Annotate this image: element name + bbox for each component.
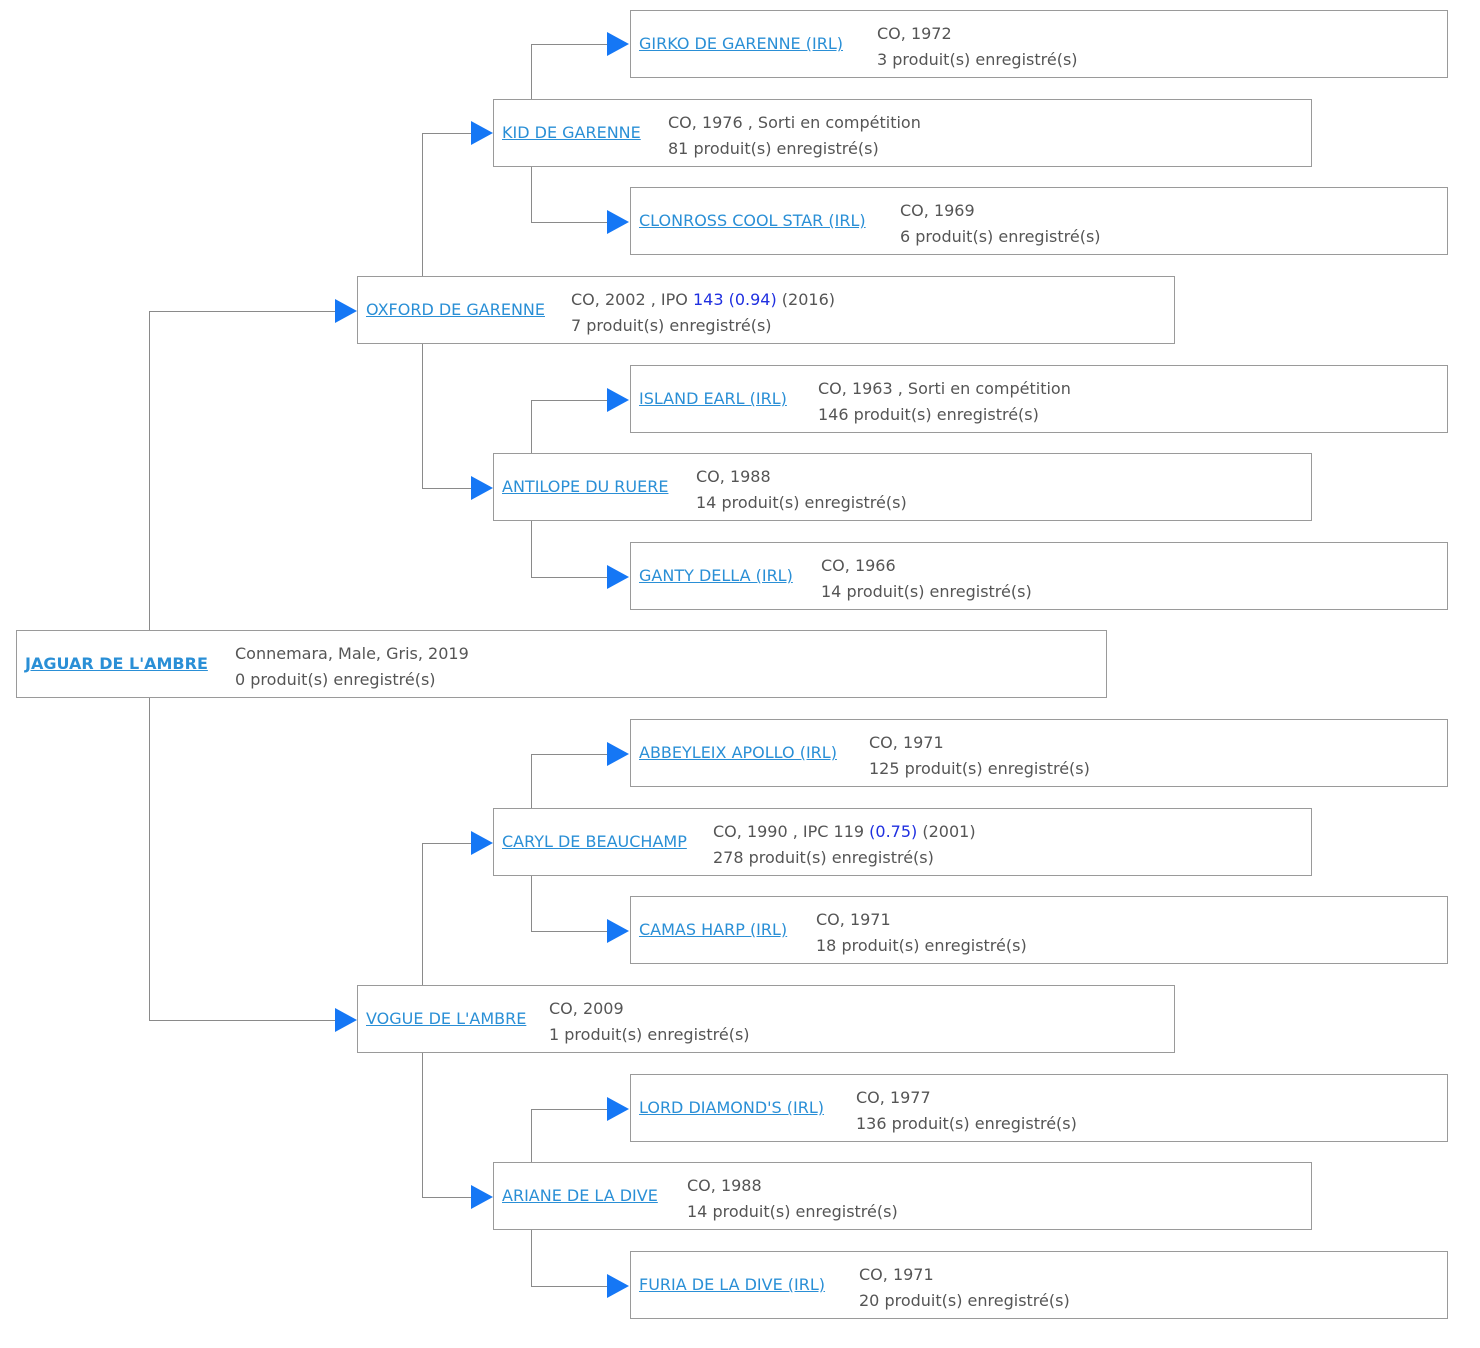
horse-info-line2: 81 produit(s) enregistré(s): [668, 139, 879, 158]
horse-link-ddd[interactable]: FURIA DE LA DIVE (IRL): [639, 1275, 826, 1294]
horse-link-ssd[interactable]: CLONROSS COOL STAR (IRL): [639, 211, 866, 230]
horse-info-dds: CO, 1977 136 produit(s) enregistré(s): [856, 1085, 1077, 1137]
info-text: CO, 1990 , IPC 119: [713, 822, 870, 841]
horse-info-root: Connemara, Male, Gris, 2019 0 produit(s)…: [235, 641, 469, 693]
arrow-icon: [607, 742, 629, 766]
horse-link-dss[interactable]: ABBEYLEIX APOLLO (IRL): [639, 743, 837, 762]
horse-card-dam: VOGUE DE L'AMBRE CO, 2009 1 produit(s) e…: [357, 985, 1175, 1053]
horse-info-line2: 14 produit(s) enregistré(s): [687, 1202, 898, 1221]
horse-info-line1: CO, 1988: [696, 467, 771, 486]
horse-card-ddd: FURIA DE LA DIVE (IRL) CO, 1971 20 produ…: [630, 1251, 1448, 1319]
horse-info-ds: CO, 1990 , IPC 119 (0.75) (2001) 278 pro…: [713, 819, 976, 871]
horse-info-line2: 125 produit(s) enregistré(s): [869, 759, 1090, 778]
horse-link-sss[interactable]: GIRKO DE GARENNE (IRL): [639, 34, 843, 53]
ipo-score: 143 (0.94): [692, 290, 777, 309]
horse-card-sd: ANTILOPE DU RUERE CO, 1988 14 produit(s)…: [493, 453, 1312, 521]
horse-info-line2: 278 produit(s) enregistré(s): [713, 848, 934, 867]
arrow-icon: [335, 1008, 357, 1032]
arrow-icon: [607, 565, 629, 589]
horse-card-sds: ISLAND EARL (IRL) CO, 1963 , Sorti en co…: [630, 365, 1448, 433]
arrow-icon: [607, 388, 629, 412]
horse-card-sire: OXFORD DE GARENNE CO, 2002 , IPO 143 (0.…: [357, 276, 1175, 344]
horse-info-line1: CO, 1971: [816, 910, 891, 929]
horse-info-line2: 6 produit(s) enregistré(s): [900, 227, 1101, 246]
horse-info-dam: CO, 2009 1 produit(s) enregistré(s): [549, 996, 750, 1048]
horse-info-sdd: CO, 1966 14 produit(s) enregistré(s): [821, 553, 1032, 605]
horse-info-line1: CO, 1969: [900, 201, 975, 220]
horse-link-root[interactable]: JAGUAR DE L'AMBRE: [25, 654, 208, 673]
arrow-icon: [471, 1185, 493, 1209]
horse-info-dd: CO, 1988 14 produit(s) enregistré(s): [687, 1173, 898, 1225]
horse-info-ss: CO, 1976 , Sorti en compétition 81 produ…: [668, 110, 921, 162]
horse-card-sdd: GANTY DELLA (IRL) CO, 1966 14 produit(s)…: [630, 542, 1448, 610]
horse-info-sss: CO, 1972 3 produit(s) enregistré(s): [877, 21, 1078, 73]
horse-info-sds: CO, 1963 , Sorti en compétition 146 prod…: [818, 376, 1071, 428]
horse-info-dsd: CO, 1971 18 produit(s) enregistré(s): [816, 907, 1027, 959]
horse-info-sire: CO, 2002 , IPO 143 (0.94) (2016) 7 produ…: [571, 287, 835, 339]
horse-info-line2: 1 produit(s) enregistré(s): [549, 1025, 750, 1044]
horse-link-ds[interactable]: CARYL DE BEAUCHAMP: [502, 832, 687, 851]
horse-info-line2: 20 produit(s) enregistré(s): [859, 1291, 1070, 1310]
horse-info-line2: 136 produit(s) enregistré(s): [856, 1114, 1077, 1133]
horse-link-dsd[interactable]: CAMAS HARP (IRL): [639, 920, 788, 939]
info-year: (2001): [917, 822, 976, 841]
horse-info-line2: 14 produit(s) enregistré(s): [821, 582, 1032, 601]
horse-info-line1: CO, 2002 , IPO 143 (0.94) (2016): [571, 287, 835, 313]
horse-info-line1: CO, 1971: [869, 733, 944, 752]
horse-info-line1: Connemara, Male, Gris, 2019: [235, 644, 469, 663]
arrow-icon: [335, 299, 357, 323]
horse-info-line1: CO, 1966: [821, 556, 896, 575]
horse-link-sds[interactable]: ISLAND EARL (IRL): [639, 389, 787, 408]
horse-link-dds[interactable]: LORD DIAMOND'S (IRL): [639, 1098, 825, 1117]
horse-link-sdd[interactable]: GANTY DELLA (IRL): [639, 566, 793, 585]
arrow-icon: [607, 210, 629, 234]
horse-link-dam[interactable]: VOGUE DE L'AMBRE: [366, 1009, 527, 1028]
horse-info-line2: 14 produit(s) enregistré(s): [696, 493, 907, 512]
horse-card-ssd: CLONROSS COOL STAR (IRL) CO, 1969 6 prod…: [630, 187, 1448, 255]
arrow-icon: [471, 476, 493, 500]
horse-link-sire[interactable]: OXFORD DE GARENNE: [366, 300, 545, 319]
horse-card-dsd: CAMAS HARP (IRL) CO, 1971 18 produit(s) …: [630, 896, 1448, 964]
horse-card-ds: CARYL DE BEAUCHAMP CO, 1990 , IPC 119 (0…: [493, 808, 1312, 876]
horse-info-sd: CO, 1988 14 produit(s) enregistré(s): [696, 464, 907, 516]
horse-link-sd[interactable]: ANTILOPE DU RUERE: [502, 477, 669, 496]
ipc-score: (0.75): [869, 822, 918, 841]
arrow-icon: [471, 121, 493, 145]
horse-info-line1: CO, 1963 , Sorti en compétition: [818, 379, 1071, 398]
info-year: (2016): [776, 290, 835, 309]
horse-info-line2: 18 produit(s) enregistré(s): [816, 936, 1027, 955]
arrow-icon: [607, 1274, 629, 1298]
horse-info-dss: CO, 1971 125 produit(s) enregistré(s): [869, 730, 1090, 782]
horse-info-line1: CO, 1977: [856, 1088, 931, 1107]
horse-card-dds: LORD DIAMOND'S (IRL) CO, 1977 136 produi…: [630, 1074, 1448, 1142]
horse-info-line1: CO, 1972: [877, 24, 952, 43]
arrow-icon: [607, 32, 629, 56]
horse-info-ssd: CO, 1969 6 produit(s) enregistré(s): [900, 198, 1101, 250]
horse-card-sss: GIRKO DE GARENNE (IRL) CO, 1972 3 produi…: [630, 10, 1448, 78]
horse-link-dd[interactable]: ARIANE DE LA DIVE: [502, 1186, 658, 1205]
horse-info-line1: CO, 1971: [859, 1265, 934, 1284]
horse-info-line2: 0 produit(s) enregistré(s): [235, 670, 436, 689]
horse-info-line2: 146 produit(s) enregistré(s): [818, 405, 1039, 424]
arrow-icon: [607, 1097, 629, 1121]
horse-card-dd: ARIANE DE LA DIVE CO, 1988 14 produit(s)…: [493, 1162, 1312, 1230]
horse-info-line1: CO, 2009: [549, 999, 624, 1018]
horse-card-dss: ABBEYLEIX APOLLO (IRL) CO, 1971 125 prod…: [630, 719, 1448, 787]
horse-info-ddd: CO, 1971 20 produit(s) enregistré(s): [859, 1262, 1070, 1314]
arrow-icon: [607, 919, 629, 943]
horse-info-line1: CO, 1990 , IPC 119 (0.75) (2001): [713, 819, 976, 845]
info-text: CO, 2002 , IPO: [571, 290, 693, 309]
horse-info-line1: CO, 1976 , Sorti en compétition: [668, 113, 921, 132]
horse-card-ss: KID DE GARENNE CO, 1976 , Sorti en compé…: [493, 99, 1312, 167]
horse-info-line1: CO, 1988: [687, 1176, 762, 1195]
arrow-icon: [471, 831, 493, 855]
horse-link-ss[interactable]: KID DE GARENNE: [502, 123, 641, 142]
horse-card-root: JAGUAR DE L'AMBRE Connemara, Male, Gris,…: [16, 630, 1107, 698]
horse-info-line2: 3 produit(s) enregistré(s): [877, 50, 1078, 69]
horse-info-line2: 7 produit(s) enregistré(s): [571, 316, 772, 335]
